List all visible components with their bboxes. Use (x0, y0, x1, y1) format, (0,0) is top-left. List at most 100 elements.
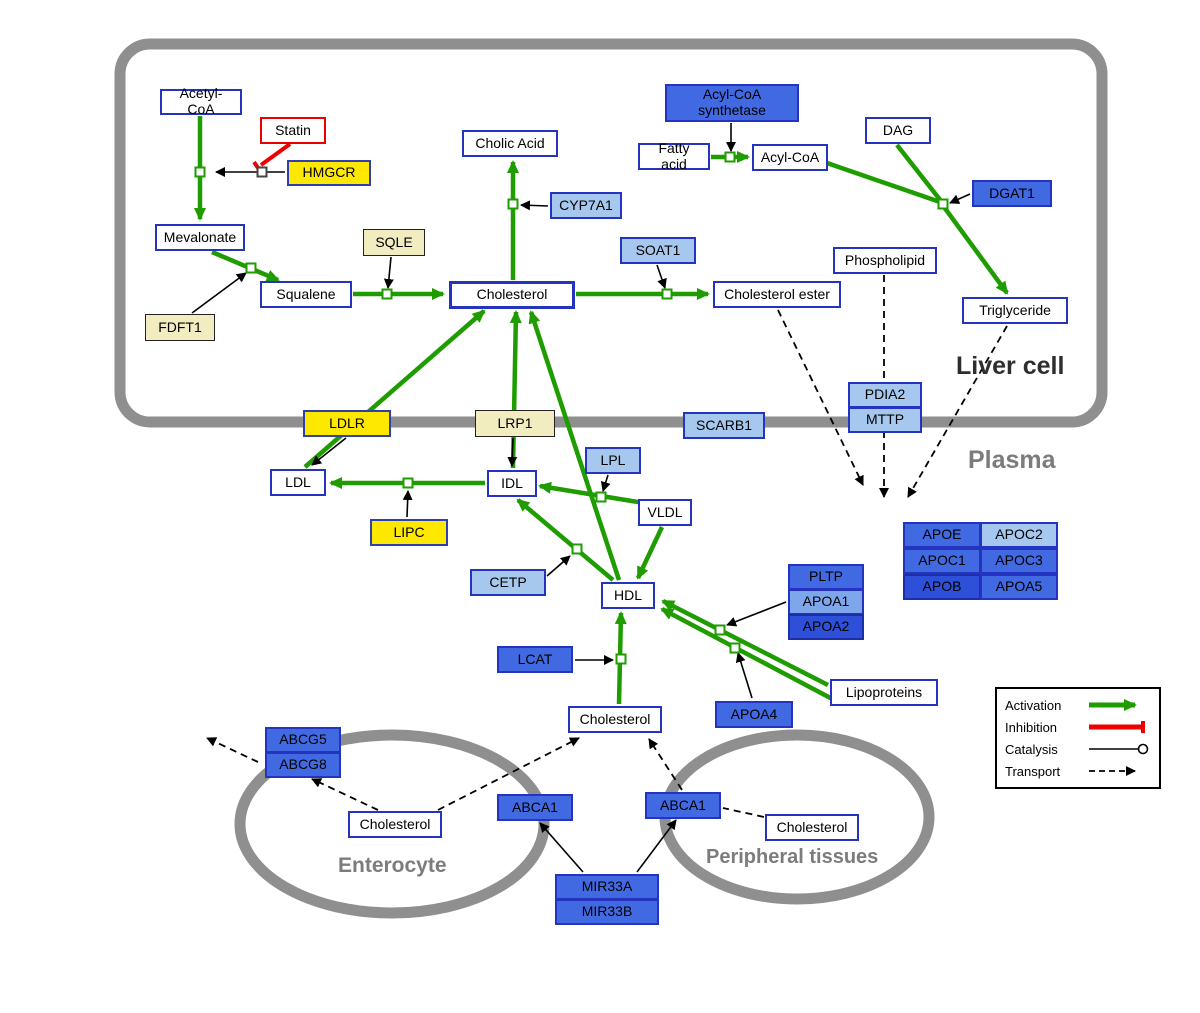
node-mttp[interactable]: MTTP (848, 407, 922, 433)
node-soat1[interactable]: SOAT1 (620, 237, 696, 264)
catalysis-lipc (402, 490, 413, 518)
node-lipoproteins[interactable]: Lipoproteins (830, 679, 938, 706)
node-lpl[interactable]: LPL (585, 447, 641, 474)
edge-dag-junction (895, 143, 943, 203)
plasma-label: Plasma (968, 446, 1056, 474)
node-cholesterol-enterocyte[interactable]: Cholesterol (348, 811, 442, 838)
catalysis-ldlr (311, 437, 347, 466)
inhibition-statin-hmgcr (259, 142, 292, 167)
node-phospholipid[interactable]: Phospholipid (833, 247, 937, 274)
node-dag[interactable]: DAG (865, 117, 931, 144)
node-abca1-right[interactable]: ABCA1 (645, 792, 721, 819)
node-idl[interactable]: IDL (487, 470, 537, 497)
node-fdft1[interactable]: FDFT1 (145, 314, 215, 341)
node-sqle[interactable]: SQLE (363, 229, 425, 256)
transport-enterocyte-plasma (437, 737, 580, 811)
edge-lipoproteins-hdl-2 (660, 607, 840, 704)
node-cholic-acid[interactable]: Cholic Acid (462, 130, 558, 157)
legend-activation-label: Activation (1005, 697, 1062, 713)
node-acyl-coa[interactable]: Acyl-CoA (752, 144, 828, 171)
node-apoa1[interactable]: APOA1 (788, 589, 864, 615)
catalysis-port (256, 166, 268, 178)
reaction-node (402, 477, 414, 489)
node-vldl[interactable]: VLDL (638, 499, 692, 526)
node-fatty-acid[interactable]: Fatty acid (638, 140, 710, 171)
node-ldl[interactable]: LDL (270, 469, 326, 496)
edge-hdl-cholesterol (528, 310, 622, 581)
transport-peripheral-abca1 (722, 807, 765, 818)
node-acyl-coa-synthetase[interactable]: Acyl-CoA synthetase (665, 84, 799, 122)
catalysis-dgat1 (949, 193, 971, 204)
node-abcg5[interactable]: ABCG5 (265, 727, 341, 753)
node-apoe[interactable]: APOE (903, 522, 981, 548)
node-lipc[interactable]: LIPC (370, 519, 448, 546)
node-apoc2[interactable]: APOC2 (980, 522, 1058, 548)
transport-cholesterol-abcg (311, 778, 379, 811)
enterocyte-label: Enterocyte (338, 854, 447, 877)
liver-cell-membrane (114, 38, 1108, 428)
reaction-node (245, 262, 257, 274)
edge-junction-triglyceride (942, 205, 1009, 295)
node-cyp7a1[interactable]: CYP7A1 (550, 192, 622, 219)
node-triglyceride[interactable]: Triglyceride (962, 297, 1068, 324)
node-cetp[interactable]: CETP (470, 569, 546, 596)
node-abca1-left[interactable]: ABCA1 (497, 794, 573, 821)
node-hmgcr[interactable]: HMGCR (287, 160, 371, 186)
node-apoa4[interactable]: APOA4 (715, 701, 793, 728)
node-apoc3[interactable]: APOC3 (980, 548, 1058, 574)
liver-cell-label: Liver cell (956, 352, 1065, 380)
reaction-node (714, 624, 726, 636)
edge-hdl-idl (516, 498, 615, 582)
node-pltp[interactable]: PLTP (788, 564, 864, 590)
legend: Activation Inhibition Catalysis Transpor… (995, 687, 1161, 789)
legend-inhibition-label: Inhibition (1005, 719, 1058, 735)
catalysis-cetp (546, 555, 571, 577)
reaction-node (615, 653, 627, 665)
edge-acylcoa-junction (826, 160, 941, 205)
edge-mevalonate-squalene (211, 249, 280, 283)
node-apoa5[interactable]: APOA5 (980, 574, 1058, 600)
transport-cholesterolester-plasma (777, 309, 864, 486)
catalysis-lrp1 (507, 437, 518, 467)
node-apoc1[interactable]: APOC1 (903, 548, 981, 574)
transport-abcg-efflux (206, 737, 259, 763)
node-hdl[interactable]: HDL (601, 582, 655, 609)
node-ldlr[interactable]: LDLR (303, 410, 391, 437)
node-mir33b[interactable]: MIR33B (555, 899, 659, 925)
edge-lipoproteins-hdl-1 (661, 598, 830, 688)
legend-activation: Activation (1005, 695, 1151, 715)
catalysis-sqle (383, 256, 394, 289)
catalysis-apoa4 (735, 652, 753, 699)
node-apoa2[interactable]: APOA2 (788, 614, 864, 640)
node-scarb1[interactable]: SCARB1 (683, 412, 765, 439)
node-squalene[interactable]: Squalene (260, 281, 352, 308)
node-lcat[interactable]: LCAT (497, 646, 573, 673)
node-cholesterol-peripheral[interactable]: Cholesterol (765, 814, 859, 841)
node-dgat1[interactable]: DGAT1 (972, 180, 1052, 207)
edge-ldl-cholesterol (303, 309, 486, 469)
catalysis-apoa-group (726, 601, 787, 627)
catalysis-circle-icon (1089, 743, 1149, 755)
node-cholesterol-plasma[interactable]: Cholesterol (568, 706, 662, 733)
catalysis-cyp7a1 (520, 200, 549, 211)
regulation-mir33-abca1-right (636, 819, 677, 873)
reaction-node (724, 151, 736, 163)
node-pdia2[interactable]: PDIA2 (848, 382, 922, 408)
node-mevalonate[interactable]: Mevalonate (155, 224, 245, 251)
node-mir33a[interactable]: MIR33A (555, 874, 659, 900)
legend-inhibition: Inhibition (1005, 717, 1151, 737)
node-cholesterol-liver[interactable]: Cholesterol (449, 281, 575, 309)
regulation-mir33-abca1-left (539, 822, 584, 873)
node-apob[interactable]: APOB (903, 574, 981, 600)
reaction-node (729, 642, 741, 654)
node-abcg8[interactable]: ABCG8 (265, 752, 341, 778)
node-cholesterol-ester[interactable]: Cholesterol ester (713, 281, 841, 308)
node-acetyl-coa[interactable]: Acetyl-CoA (160, 85, 242, 117)
node-statin[interactable]: Statin (260, 117, 326, 144)
node-lrp1[interactable]: LRP1 (475, 410, 555, 437)
reaction-node (595, 491, 607, 503)
reaction-node (507, 198, 519, 210)
catalysis-lpl (600, 474, 611, 492)
